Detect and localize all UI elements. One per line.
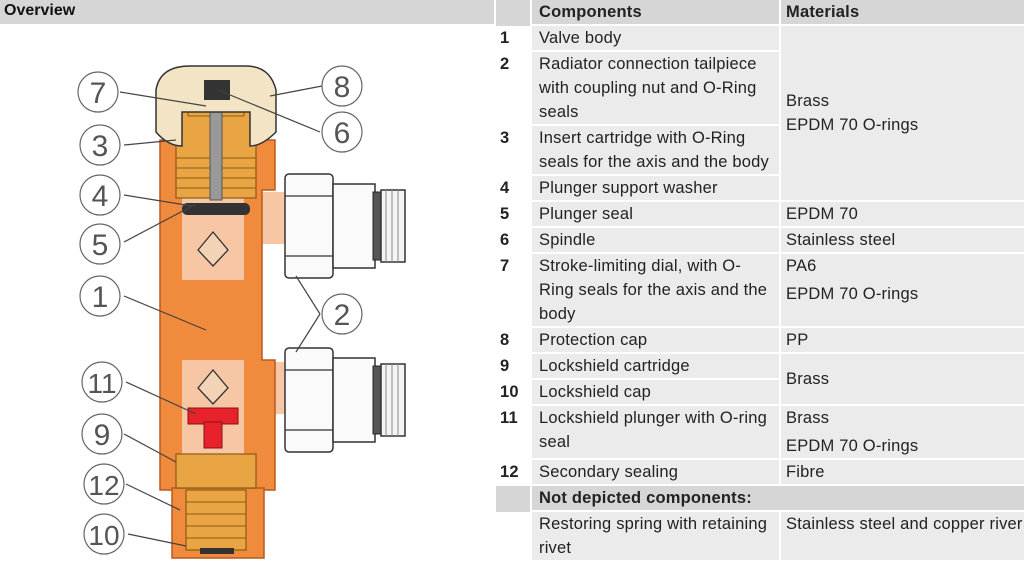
callout-11: 11 [81, 361, 123, 403]
svg-text:8: 8 [334, 71, 351, 104]
svg-text:1: 1 [92, 281, 109, 314]
component-cell: Lockshield plunger with O-ring seal [530, 406, 779, 460]
material-secondary: EPDM 70 O-rings [786, 285, 919, 303]
valve-diagram: 7 3 4 5 1 11 9 12 10 8 6 2 [77, 65, 406, 559]
table-header-row: Components Materials [496, 0, 1024, 26]
material-cell: PP [779, 328, 1024, 354]
table-row: Restoring spring with retaining rivet St… [496, 512, 1024, 562]
table-row: 11 Lockshield plunger with O-ring seal B… [496, 406, 1024, 460]
row-number: 9 [496, 354, 530, 380]
overview-header: Overview [0, 0, 494, 24]
material-cell: EPDM 70 [779, 202, 1024, 228]
table-row: 8 Protection cap PP [496, 328, 1024, 354]
row-number: 12 [496, 460, 530, 486]
component-cell: Valve body [530, 26, 779, 52]
callout-4: 4 [79, 174, 121, 216]
component-cell: Secondary sealing [530, 460, 779, 486]
table-row: 4 Plunger support washer [496, 176, 1024, 202]
callout-8: 8 [321, 65, 363, 107]
component-cell: Spindle [530, 228, 779, 254]
not-depicted-spacer [496, 486, 530, 512]
materials-header: Materials [779, 0, 1024, 26]
row-number: 6 [496, 228, 530, 254]
component-cell: Plunger seal [530, 202, 779, 228]
table-row: 6 Spindle Stainless steel [496, 228, 1024, 254]
svg-text:7: 7 [90, 77, 107, 110]
component-cell: Radiator connection tailpiece with coupl… [530, 52, 779, 126]
component-cell: Stroke-limiting dial, with O-Ring seals … [530, 254, 779, 328]
overview-title: Overview [4, 2, 76, 19]
material-primary: PA6 [786, 257, 817, 275]
upper-connection [262, 173, 406, 279]
svg-text:6: 6 [334, 117, 351, 150]
component-cell: Lockshield cartridge [530, 354, 779, 380]
row-number: 4 [496, 176, 530, 202]
material-cell: Stainless steel [779, 228, 1024, 254]
upper-cartridge [155, 65, 277, 215]
material-epdm-orings: EPDM 70 O-rings [786, 116, 919, 134]
svg-text:10: 10 [88, 520, 119, 551]
table-row: 3 Insert cartridge with O-Ring seals for… [496, 126, 1024, 176]
row-number: 8 [496, 328, 530, 354]
table-row: 1 Valve body Brass EPDM 70 O-rings [496, 26, 1024, 202]
num-header [496, 0, 530, 26]
callout-10: 10 [83, 513, 125, 555]
table-row: 10 Lockshield cap [496, 380, 1024, 406]
overview-panel: Overview [0, 0, 494, 588]
callout-12: 12 [83, 463, 125, 505]
component-cell: Insert cartridge with O-Ring seals for t… [530, 126, 779, 176]
callouts: 7 3 4 5 1 11 9 12 10 8 6 2 [77, 65, 363, 555]
components-table: Components Materials 1 Valve body Brass … [496, 0, 1024, 562]
material-cell: Stainless steel and copper river [779, 512, 1024, 562]
lower-connection [262, 347, 406, 453]
lower-cartridge [175, 407, 257, 554]
components-header: Components [530, 0, 779, 26]
table-row: 2 Radiator connection tailpiece with cou… [496, 52, 1024, 126]
material-brass: Brass [786, 92, 830, 110]
row-number: 3 [496, 126, 530, 176]
svg-text:3: 3 [92, 130, 109, 163]
svg-text:4: 4 [92, 180, 109, 213]
row-number: 1 [496, 26, 530, 52]
material-cell: Brass EPDM 70 O-rings [779, 406, 1024, 460]
material-cell: Fibre [779, 460, 1024, 486]
svg-text:2: 2 [334, 299, 351, 332]
column-divider [494, 0, 496, 588]
component-cell: Restoring spring with retaining rivet [530, 512, 779, 562]
row-number: 10 [496, 380, 530, 406]
callout-3: 3 [79, 124, 121, 166]
leader-lines [119, 85, 323, 547]
material-secondary: EPDM 70 O-rings [786, 437, 919, 455]
row-number: 7 [496, 254, 530, 328]
material-cell-group-1-4: Brass EPDM 70 O-rings [779, 26, 1024, 202]
callout-7: 7 [77, 71, 119, 113]
table-row: 7 Stroke-limiting dial, with O-Ring seal… [496, 254, 1024, 328]
material-cell-group-9-10: Brass [779, 354, 1024, 406]
callout-5: 5 [79, 223, 121, 265]
callout-6: 6 [321, 111, 363, 153]
row-number: 11 [496, 406, 530, 460]
callout-2: 2 [321, 293, 363, 335]
svg-text:5: 5 [92, 229, 109, 262]
not-depicted-title: Not depicted components: [530, 486, 1024, 512]
table-row: 5 Plunger seal EPDM 70 [496, 202, 1024, 228]
svg-text:12: 12 [88, 470, 119, 501]
svg-text:9: 9 [94, 419, 111, 452]
component-cell: Plunger support washer [530, 176, 779, 202]
component-cell: Protection cap [530, 328, 779, 354]
svg-text:11: 11 [87, 368, 116, 399]
callout-1: 1 [79, 275, 121, 317]
callout-9: 9 [81, 413, 123, 455]
row-number: 2 [496, 52, 530, 126]
material-primary: Brass [786, 409, 830, 427]
table-row: 9 Lockshield cartridge Brass [496, 354, 1024, 406]
row-number: 5 [496, 202, 530, 228]
row-number [496, 512, 530, 562]
component-cell: Lockshield cap [530, 380, 779, 406]
not-depicted-header-row: Not depicted components: [496, 486, 1024, 512]
material-cell: PA6 EPDM 70 O-rings [779, 254, 1024, 328]
table-row: 12 Secondary sealing Fibre [496, 460, 1024, 486]
